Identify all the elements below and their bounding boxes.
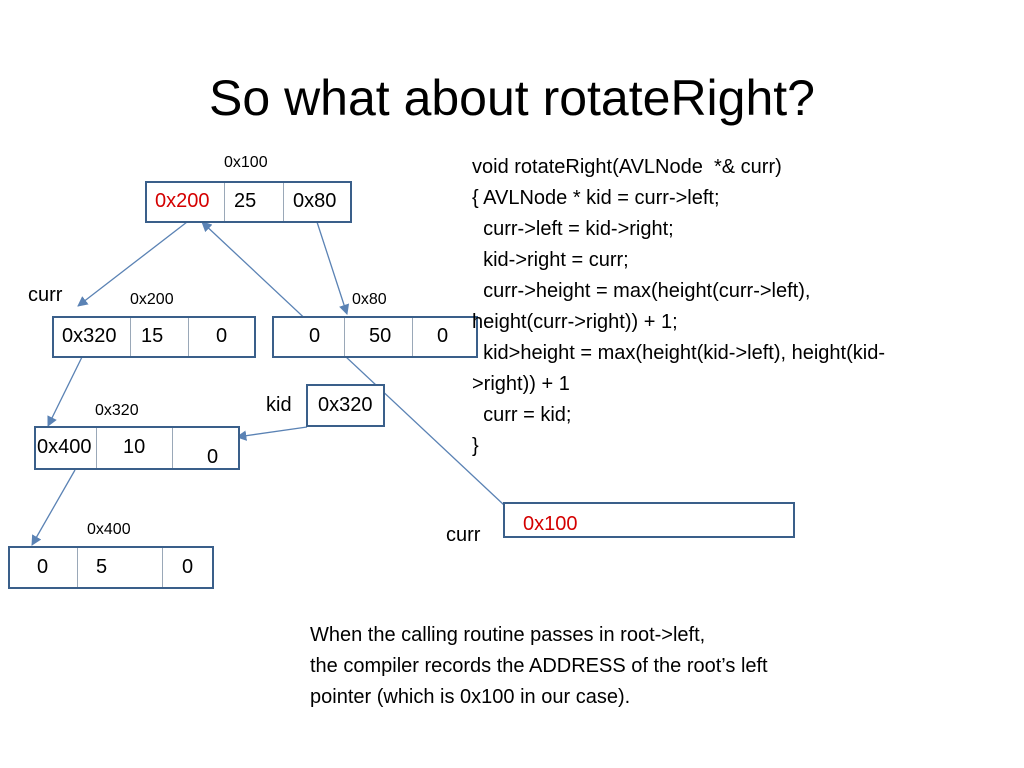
code-line: >right)) + 1 xyxy=(472,373,570,395)
node-right-pointer: 0 xyxy=(182,556,194,578)
arrow-n100-left xyxy=(77,221,188,307)
curr-value: 0x100 xyxy=(523,513,578,535)
code-line: curr = kid; xyxy=(472,404,572,426)
node-value: 25 xyxy=(234,190,257,212)
note-line: the compiler records the ADDRESS of the … xyxy=(310,655,768,677)
node-address-0x200: 0x200 xyxy=(130,291,174,308)
arrow-n100-right xyxy=(316,221,350,315)
node-left-pointer: 0 xyxy=(309,325,321,347)
node-right-pointer: 0 xyxy=(216,325,228,347)
tree-node-0x200: 0x320 15 0 xyxy=(52,316,256,358)
code-line: curr->left = kid->right; xyxy=(472,218,674,240)
node-value: 50 xyxy=(369,325,392,347)
node-left-pointer: 0 xyxy=(37,556,49,578)
tree-node-0x100: 0x200 25 0x80 xyxy=(145,181,352,223)
node-value: 5 xyxy=(96,556,108,578)
arrow-kid-to-n320 xyxy=(235,426,308,441)
node-address-0x100: 0x100 xyxy=(224,154,268,171)
code-line: kid->right = curr; xyxy=(472,249,629,271)
node-right-pointer: 0x80 xyxy=(293,190,337,212)
node-address-0x320: 0x320 xyxy=(95,402,139,419)
kid-pointer-box: 0x320 xyxy=(306,384,385,427)
code-line: height(curr->right)) + 1; xyxy=(472,311,678,333)
node-value: 15 xyxy=(141,325,164,347)
node-address-0x400: 0x400 xyxy=(87,521,131,538)
explanation-note: When the calling routine passes in root-… xyxy=(310,620,768,713)
code-line: void rotateRight(AVLNode *& curr) xyxy=(472,156,782,178)
node-value: 10 xyxy=(123,436,146,458)
curr-label-bottom: curr xyxy=(446,524,481,546)
code-line: { AVLNode * kid = curr->left; xyxy=(472,187,720,209)
arrow-n200-left xyxy=(47,356,83,427)
node-left-pointer: 0x400 xyxy=(37,436,92,458)
tree-node-0x320: 0x400 10 0 xyxy=(34,426,240,470)
arrow-curr-to-n100 xyxy=(201,221,505,506)
curr-pointer-box: 0x100 xyxy=(503,502,795,538)
tree-node-0x400: 0 5 0 xyxy=(8,546,214,589)
code-block: void rotateRight(AVLNode *& curr) { AVLN… xyxy=(472,152,992,462)
kid-label: kid xyxy=(266,394,292,416)
arrow-n320-left xyxy=(31,469,76,546)
node-right-pointer: 0 xyxy=(207,446,219,468)
kid-value: 0x320 xyxy=(318,394,373,416)
note-line: When the calling routine passes in root-… xyxy=(310,624,706,646)
node-left-pointer: 0x200 xyxy=(155,190,210,212)
node-address-0x80: 0x80 xyxy=(352,291,387,308)
code-line: } xyxy=(472,435,479,457)
code-line: curr->height = max(height(curr->left), xyxy=(472,280,811,302)
curr-label-top: curr xyxy=(28,284,63,306)
tree-node-0x80: 0 50 0 xyxy=(272,316,478,358)
slide-title: So what about rotateRight? xyxy=(209,70,815,126)
note-line: pointer (which is 0x100 in our case). xyxy=(310,686,631,708)
node-left-pointer: 0x320 xyxy=(62,325,117,347)
node-right-pointer: 0 xyxy=(437,325,449,347)
code-line: kid>height = max(height(kid->left), heig… xyxy=(472,342,885,364)
